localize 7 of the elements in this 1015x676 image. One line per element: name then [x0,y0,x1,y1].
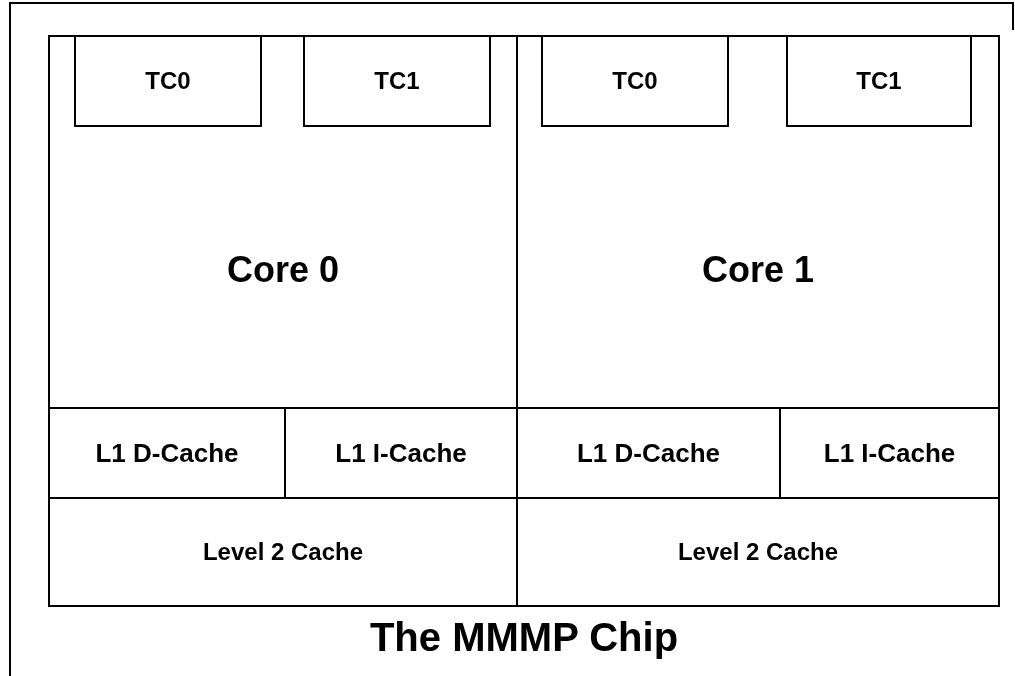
core-label: Core 1 [702,249,814,291]
thread-context-block: TC0 [541,35,729,127]
thread-context-block: TC0 [74,35,262,127]
chip-title: The MMMP Chip [369,615,679,660]
thread-context-block: TC1 [786,35,972,127]
core-label: Core 0 [227,249,339,291]
thread-context-block: TC1 [303,35,491,127]
